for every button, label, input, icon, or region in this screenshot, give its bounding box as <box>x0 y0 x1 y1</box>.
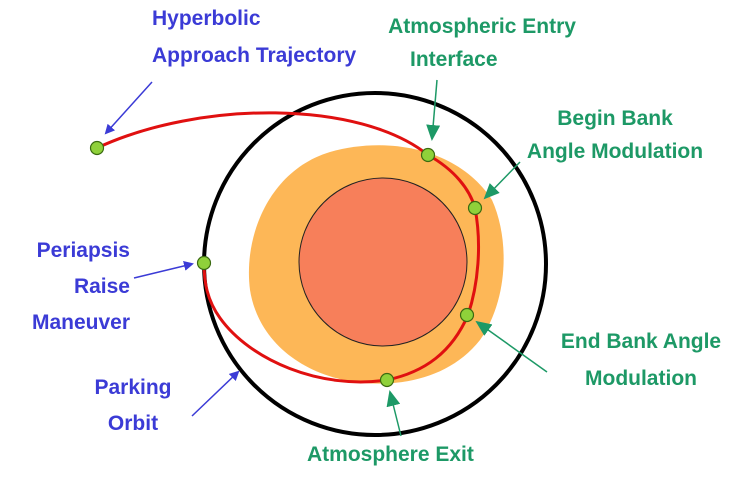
label-periapsis-raise: Periapsis Raise Maneuver <box>10 236 130 337</box>
planet <box>298 177 468 347</box>
label-line: End Bank Angle <box>560 330 722 353</box>
arrow-parking-orbit <box>191 370 240 417</box>
marker-approach-start <box>89 140 105 156</box>
label-line: Modulation <box>585 367 697 390</box>
label-parking-orbit: Parking Orbit <box>78 373 188 438</box>
label-line: Orbit <box>107 412 159 435</box>
marker-begin-bank <box>467 200 483 216</box>
label-line: Angle Modulation <box>526 140 704 163</box>
aerocapture-pass <box>386 153 481 382</box>
label-line: Raise <box>73 275 130 298</box>
arrow-atmosphere-exit <box>386 390 402 437</box>
label-line: Hyperbolic <box>152 7 261 30</box>
hyperbolic-approach-trajectory <box>96 111 429 157</box>
label-end-bank: End Bank Angle Modulation <box>530 327 750 393</box>
label-line: Atmosphere Exit <box>307 443 474 466</box>
label-line: Parking <box>94 376 172 399</box>
marker-atmospheric-entry <box>420 147 436 163</box>
label-line: Approach Trajectory <box>152 44 357 67</box>
arrow-atmospheric-entry <box>426 79 441 141</box>
label-atmospheric-entry: Atmospheric Entry Interface <box>362 12 602 74</box>
marker-periapsis-raise <box>196 255 212 271</box>
arrow-hyperbolic <box>104 81 153 135</box>
label-atmosphere-exit: Atmosphere Exit <box>307 440 474 469</box>
label-begin-bank: Begin Bank Angle Modulation <box>505 104 725 166</box>
label-line: Atmospheric Entry <box>388 15 576 38</box>
parking-orbit-arc <box>202 262 388 384</box>
marker-end-bank <box>459 307 475 323</box>
arrow-end-bank <box>475 320 548 373</box>
label-line: Interface <box>410 48 498 71</box>
label-line: Maneuver <box>31 311 130 334</box>
arrow-begin-bank <box>483 161 521 200</box>
label-hyperbolic-approach: Hyperbolic Approach Trajectory <box>152 4 356 70</box>
marker-atmosphere-exit <box>379 372 395 388</box>
arrow-periapsis <box>133 261 194 279</box>
label-line: Periapsis <box>36 239 130 262</box>
label-line: Begin Bank <box>557 107 673 130</box>
